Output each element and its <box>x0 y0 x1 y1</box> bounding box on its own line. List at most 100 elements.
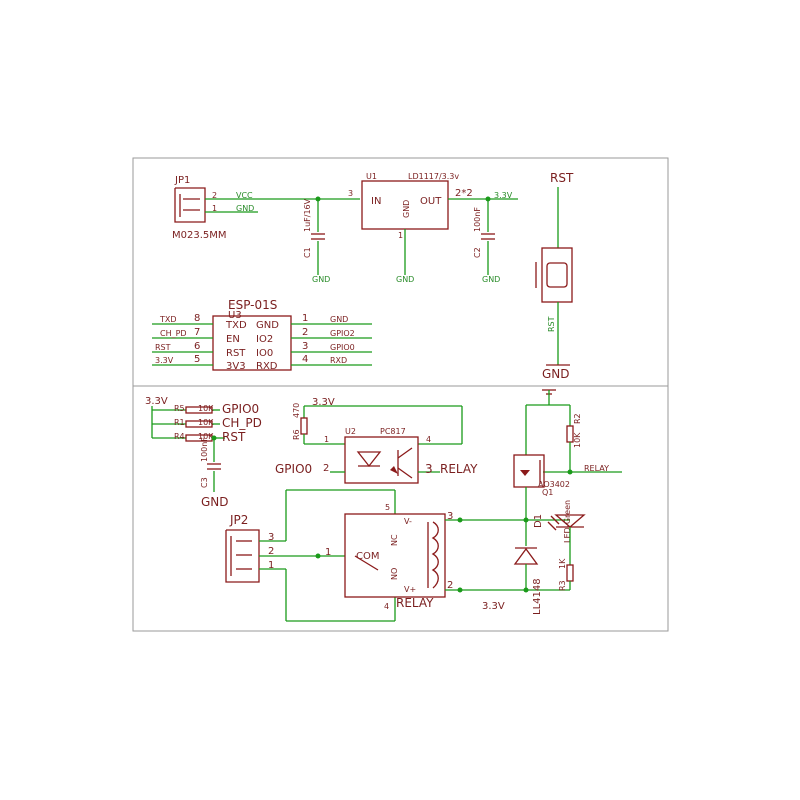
svg-text:2*2: 2*2 <box>455 188 473 199</box>
svg-text:U2: U2 <box>345 427 356 436</box>
svg-text:3: 3 <box>268 532 274 543</box>
svg-text:2: 2 <box>447 580 453 591</box>
svg-text:3.3V: 3.3V <box>155 356 174 365</box>
jp2-connector: JP2 3 2 1 <box>225 513 274 583</box>
d1-diode: D1 LL4148 <box>513 514 544 615</box>
c2-ref: C2 <box>473 247 482 258</box>
svg-text:GND: GND <box>256 320 279 331</box>
svg-text:IO2: IO2 <box>256 334 273 345</box>
sheet-frame <box>132 157 669 632</box>
svg-text:TXD: TXD <box>225 320 247 331</box>
svg-text:IN: IN <box>371 196 381 207</box>
svg-text:5: 5 <box>385 503 390 512</box>
svg-text:1: 1 <box>324 435 329 444</box>
svg-text:100nF: 100nF <box>200 437 209 462</box>
svg-text:LL4148: LL4148 <box>532 578 543 615</box>
svg-text:RST: RST <box>222 430 246 444</box>
svg-text:3: 3 <box>447 511 453 522</box>
pullup-supply: 3.3V <box>145 396 168 407</box>
svg-text:RXD: RXD <box>256 361 278 372</box>
svg-text:R6: R6 <box>292 429 301 440</box>
u1-gnd: GND <box>396 275 414 284</box>
svg-text:GPIO2: GPIO2 <box>330 329 355 338</box>
svg-text:RST: RST <box>226 348 246 359</box>
svg-text:2: 2 <box>323 463 329 474</box>
svg-text:GND: GND <box>201 495 229 509</box>
svg-text:PC817: PC817 <box>380 427 406 436</box>
svg-text:NC: NC <box>390 534 399 546</box>
svg-text:4: 4 <box>426 435 431 444</box>
svg-text:10K: 10K <box>198 432 214 441</box>
svg-text:4: 4 <box>384 602 389 611</box>
svg-text:R3: R3 <box>558 580 567 591</box>
svg-text:U1: U1 <box>366 172 377 181</box>
svg-text:TXD: TXD <box>159 315 177 324</box>
svg-text:NO: NO <box>390 568 399 580</box>
net-rst-top: RST <box>550 171 574 185</box>
net-vcc: VCC <box>236 191 253 200</box>
led-green: LED-Green <box>547 500 586 543</box>
c1-ref: C1 <box>303 247 312 258</box>
relay: COM NC NO V- V+ RELAY 1 5 4 3 2 <box>325 503 453 611</box>
svg-text:RXD: RXD <box>330 356 347 365</box>
u2-optocoupler: U2 PC817 1 4 <box>324 427 431 484</box>
svg-text:V+: V+ <box>404 585 416 594</box>
svg-text:4: 4 <box>302 354 308 365</box>
svg-text:6: 6 <box>194 341 200 352</box>
svg-text:1: 1 <box>325 547 331 558</box>
svg-text:8: 8 <box>194 313 200 324</box>
net-rst-mid: RST <box>547 316 556 332</box>
c1-value: 1uF/16V <box>303 198 312 232</box>
svg-text:1: 1 <box>212 204 217 213</box>
svg-text:OUT: OUT <box>420 196 442 207</box>
svg-text:V-: V- <box>404 517 412 526</box>
svg-text:GPIO0: GPIO0 <box>275 462 312 476</box>
svg-text:RELAY: RELAY <box>440 462 478 476</box>
net-3v3-out: 3.3V <box>494 191 513 200</box>
svg-text:3.3V: 3.3V <box>312 397 335 408</box>
svg-text:C3: C3 <box>200 477 209 488</box>
svg-text:GND: GND <box>402 200 411 218</box>
svg-text:3.3V: 3.3V <box>482 601 505 612</box>
svg-text:IO0: IO0 <box>256 348 273 359</box>
q1-mosfet: AO3402 Q1 <box>513 454 570 497</box>
rst-switch <box>535 247 573 303</box>
svg-text:10K: 10K <box>198 404 214 413</box>
svg-text:JP1: JP1 <box>174 175 190 186</box>
svg-text:3: 3 <box>348 189 353 198</box>
svg-text:Q1: Q1 <box>542 488 553 497</box>
c1-gnd: GND <box>312 275 330 284</box>
svg-text:LED-Green: LED-Green <box>563 500 572 543</box>
svg-text:10K: 10K <box>198 418 214 427</box>
svg-text:R5: R5 <box>174 404 185 413</box>
svg-text:CH_PD: CH_PD <box>160 329 187 338</box>
svg-text:LD1117/3.3v: LD1117/3.3v <box>408 172 459 181</box>
svg-text:GND: GND <box>330 315 348 324</box>
svg-text:RELAY: RELAY <box>584 464 609 473</box>
svg-text:CH_PD: CH_PD <box>222 416 262 430</box>
svg-text:3V3: 3V3 <box>226 361 246 372</box>
c2-gnd: GND <box>482 275 500 284</box>
svg-text:EN: EN <box>226 334 240 345</box>
svg-text:470: 470 <box>292 403 301 418</box>
svg-text:RST: RST <box>155 343 171 352</box>
svg-text:R1: R1 <box>174 418 185 427</box>
svg-text:1: 1 <box>302 313 308 324</box>
svg-text:AO3402: AO3402 <box>538 480 570 489</box>
svg-text:COM: COM <box>356 551 379 562</box>
c2-value: 100nF <box>473 207 482 232</box>
svg-text:RELAY: RELAY <box>396 596 434 610</box>
svg-text:M023.5MM: M023.5MM <box>172 230 227 241</box>
svg-text:ESP-01S: ESP-01S <box>228 298 277 312</box>
net-gnd-jp1: GND <box>236 204 254 213</box>
jp1-connector: JP1 M023.5MM 2 1 <box>172 175 227 241</box>
svg-text:2: 2 <box>302 327 308 338</box>
rst-gnd: GND <box>542 367 570 381</box>
svg-text:10K: 10K <box>573 432 582 448</box>
svg-text:2: 2 <box>268 546 274 557</box>
svg-text:1: 1 <box>268 560 274 571</box>
svg-text:2: 2 <box>212 191 217 200</box>
svg-text:GPIO0: GPIO0 <box>330 343 355 352</box>
u3-esp01s: ESP-01S U3 TXD EN RST 3V3 GND IO2 IO0 RX… <box>194 298 308 372</box>
